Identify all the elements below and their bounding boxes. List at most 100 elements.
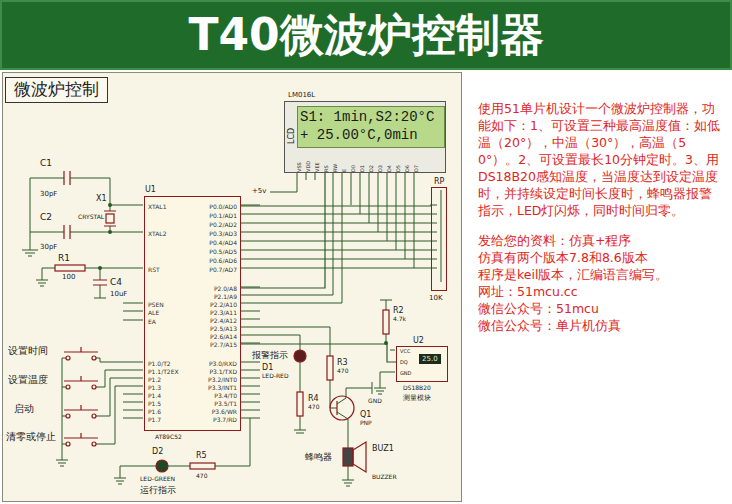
junction-dots [98,203,388,345]
pin-name: P0.6/AD6 [209,258,237,265]
sensor-readout: 25.0 [419,354,441,364]
pin-name: D4 [386,165,392,172]
component-symbols-part [297,392,303,416]
wires-part [260,327,337,408]
component-symbols-part [383,310,389,334]
part-label: CRYSTAL [78,214,104,221]
pin-name: P0.3/AD3 [209,231,237,238]
wires-part [123,205,143,418]
pin-name: EA [148,319,156,326]
component-symbols-part [66,356,70,360]
wires-part [337,382,372,448]
pin-name: P1.4 [148,393,161,400]
wires-part [30,178,123,250]
schematic-panel: 微波炉控制LM016LS1: 1min,S2:20°C+ 25.00°C,0mi… [2,72,462,502]
pin-name: DQ [400,360,408,366]
wires-part [374,350,395,394]
pin-name: P0.2/AD2 [209,222,237,229]
pin-name: ALE [148,310,159,317]
pin-name: P3.2/INT0 [208,377,237,384]
pin-name: P2.3/A11 [210,310,237,317]
pin-name: P0.0/AD0 [209,204,237,211]
part-ref: U1 [145,185,156,194]
component-symbols-part [156,460,168,472]
wires-part [351,172,414,268]
wires-part [260,172,342,303]
pin-name: D1 [359,165,365,172]
pin-name: D0 [350,165,356,172]
pin-name: P1.2 [148,377,161,384]
component-symbols-part [92,385,96,389]
pin-name: P1.1/T2EX [148,369,179,376]
pin-name: VCC [400,349,410,355]
wires-part [240,205,260,418]
pin-name: D2 [368,165,374,172]
pin-name: P0.1/AD1 [209,213,237,220]
part-label: 470 [308,404,319,411]
part-name: DS18B20 [403,385,431,392]
pin-name: P0.5/AD5 [209,249,237,256]
lcd-line: S1: 1min,S2:20°C [300,109,434,125]
pin-name: P1.0/T2 [148,361,171,368]
pin-name: D3 [377,165,383,172]
title-text: T40微波炉控制器 [0,0,732,70]
title-band: T40微波炉控制器 [0,0,732,70]
pin-name: P2.0/A8 [214,286,237,293]
part-label: 清零或停止 [6,431,56,443]
component-symbols-part [92,356,96,360]
wires-part [94,268,106,298]
description-text: 网址：51mcu.cc [478,283,724,300]
pin-name: P2.2/A10 [210,302,237,309]
part-label: 启动 [14,403,34,415]
pin-name: P2.7/A15 [210,342,237,349]
wire-connector [241,344,396,362]
part-label: C1 [40,158,52,168]
component-symbols-part [106,214,114,223]
component-symbols-part [343,448,353,466]
part-label: LED-GREEN [140,476,175,483]
pin-name: P3.3/INT1 [208,385,237,392]
component-symbols-part [92,414,96,418]
part-label: LED-RED [262,373,289,380]
wires-part [380,300,392,343]
pin-name: P3.4/T0 [214,393,237,400]
part-label: Q1 [360,410,371,419]
wires-part [260,335,306,433]
part-label: 设置时间 [8,345,48,357]
part-label: R4 [308,394,319,403]
part-name: LM016L [288,91,315,99]
panel-header: 微波炉控制 [5,77,108,103]
pin-name: P0.7/AD7 [209,267,237,274]
description-text: 程序是keil版本，汇编语言编写。 [478,266,724,283]
description-text: 发给您的资料：仿真+程序 [478,232,724,249]
pin-name: PSEN [148,302,164,309]
component-symbols-part [336,401,337,415]
pin-name: RS [323,165,329,172]
description-text: 使用51单片机设计一个微波炉控制器，功能如下：1、可设置三种最高温度值：如低温（… [478,100,724,219]
component-symbols-part [66,442,70,446]
part-name: AT89C52 [155,434,182,441]
part-label: R2 [393,306,404,315]
part-label: GND [368,398,382,405]
junction-dots-part [98,266,102,270]
component-symbols-part [92,442,96,446]
component-symbols-part [64,347,98,438]
part-label: 报警指示 [252,350,288,360]
part-label: 470 [337,368,348,375]
pin-name: P2.4/A12 [210,318,237,325]
component-symbols-part [55,265,85,271]
part-label: 运行指示 [140,485,176,495]
component-symbols-part [104,211,116,226]
part-label: PNP [360,420,372,427]
part-label: X1 [96,194,107,203]
pin-name: D7 [413,165,419,172]
pin-name: VDD [305,161,311,172]
mcu-chip: U1XTAL1XTAL2RSTPSENALEEAP1.0/T2P1.1/T2EX… [144,196,241,431]
part-label: D1 [262,363,273,372]
sensor-chip: U2VCCDQGND25.0DS18B20测量模块 [396,346,448,382]
description-text: 仿真有两个版本7.8和8.6版本 [478,249,724,266]
pin-name: GND [400,371,411,377]
pin-name: RST [148,267,160,274]
component-symbols-part [330,396,354,420]
